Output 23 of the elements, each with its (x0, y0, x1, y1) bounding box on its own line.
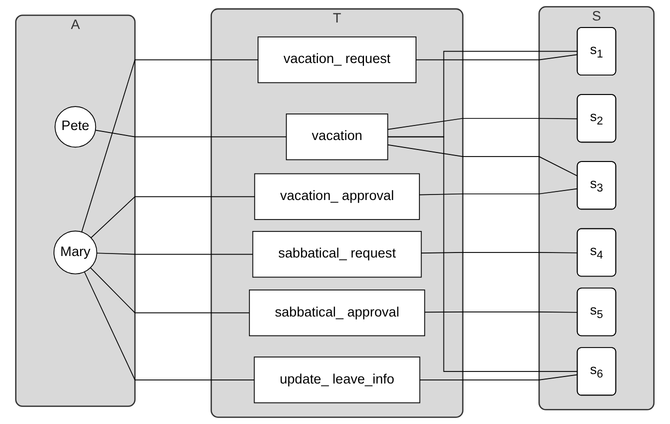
node-box: sabbatical_ approval (249, 290, 426, 336)
connector (96, 252, 254, 255)
node-box: vacation_ request (258, 36, 417, 84)
node-circle: Pete (54, 106, 96, 148)
node-circle: Mary (54, 230, 98, 274)
connector (84, 271, 255, 380)
connector (387, 136, 578, 372)
connector (419, 188, 578, 196)
connector (95, 130, 287, 138)
connector (81, 59, 259, 232)
node-box: update_ leave_info (254, 356, 420, 404)
node-box: sabbatical_ request (252, 230, 422, 278)
connector (416, 54, 578, 60)
node-box: vacation_ approval (254, 173, 420, 220)
connector (421, 252, 578, 254)
connector (90, 196, 256, 238)
connector (387, 144, 578, 177)
connector (387, 118, 578, 130)
node-box: vacation (286, 114, 388, 160)
connector (387, 50, 578, 138)
connector (424, 312, 578, 313)
connector (420, 374, 578, 380)
connector (90, 267, 250, 314)
